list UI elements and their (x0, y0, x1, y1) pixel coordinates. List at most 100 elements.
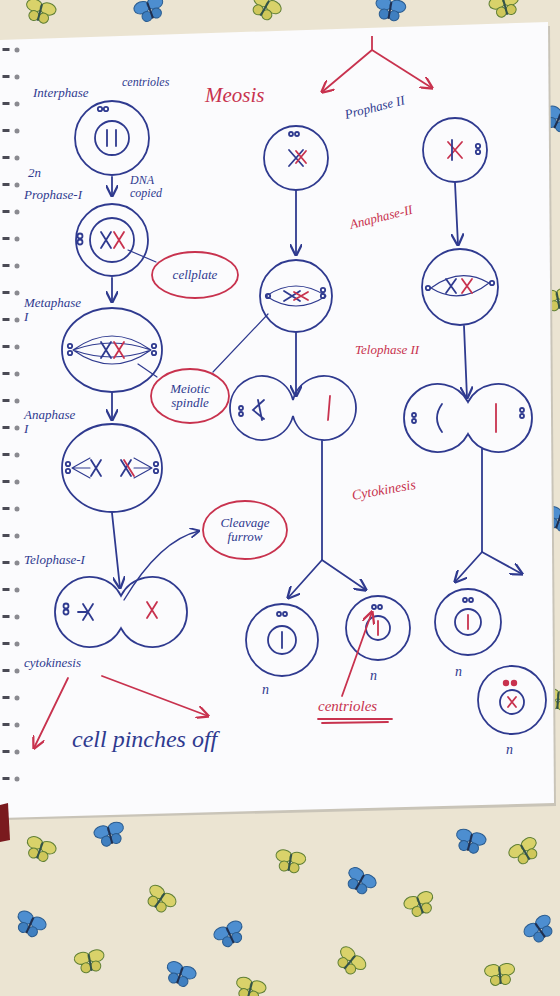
cell-drawings (481, 449, 483, 552)
cell-drawings (377, 621, 379, 635)
callout-ellipse: Meiotic spindle (149, 367, 231, 425)
cell-drawings (72, 458, 152, 478)
cell-drawings (372, 605, 376, 609)
cell-drawings (476, 144, 480, 148)
callout-ellipse-outline (151, 369, 229, 423)
stage-label: n (370, 668, 377, 683)
cell-drawings (62, 424, 162, 512)
cell-drawings (98, 107, 102, 111)
cell-drawings (520, 414, 524, 418)
cell-drawings (495, 404, 497, 432)
cell-drawings (111, 177, 113, 196)
fabric-background (342, 865, 378, 898)
cell-drawings (462, 279, 472, 293)
cell-drawings (55, 577, 187, 647)
cell-drawings (295, 191, 297, 255)
fabric-background (233, 975, 267, 996)
cell-drawings (104, 107, 108, 111)
red-fork-arrows (322, 50, 372, 92)
cell-drawings (124, 460, 134, 476)
stage-label: cytokinesis (24, 656, 81, 670)
fabric-background (484, 963, 516, 987)
cell-drawings (64, 604, 69, 609)
cell-drawings (101, 232, 111, 248)
cell-drawings (448, 142, 462, 158)
callout-ellipse-outline (152, 252, 238, 298)
cell-drawings (346, 596, 410, 660)
cell-drawings (78, 240, 83, 245)
paper-sheet (0, 22, 556, 820)
cell-drawings (295, 333, 297, 396)
callout-ellipse-outline (203, 501, 287, 559)
cell-drawings (467, 615, 469, 629)
fabric-background (23, 0, 57, 26)
cell-drawings (114, 342, 124, 358)
cell-drawings (55, 101, 546, 734)
cell-drawings (128, 250, 156, 262)
red-fork-arrows (371, 36, 373, 50)
cell-drawings (512, 681, 517, 686)
cell-drawings (138, 364, 157, 377)
cell-drawings (469, 598, 473, 602)
fabric-background (73, 949, 106, 975)
fabric-background (247, 0, 283, 24)
stage-label: n (506, 742, 513, 757)
red-pen (0, 803, 10, 842)
callout-ellipse: cellplate (150, 250, 240, 300)
stage-label: n (262, 682, 269, 697)
stage-label: Interphase (33, 86, 89, 100)
cell-drawings (73, 336, 151, 364)
cell-drawings (91, 460, 101, 476)
cell-drawings (295, 132, 299, 136)
cell-drawings (154, 462, 158, 466)
cell-drawings (75, 101, 149, 175)
cell-drawings (66, 462, 70, 466)
fabric-background (402, 890, 437, 920)
cell-drawings (78, 604, 93, 620)
cell-drawings (260, 260, 332, 332)
spiral-binding (15, 50, 20, 800)
stage-label: Anaphase I (24, 408, 76, 437)
cell-drawings (114, 232, 124, 248)
cell-drawings (455, 552, 482, 582)
cell-drawings (520, 408, 524, 412)
fabric-background (132, 0, 167, 25)
fabric-background (212, 919, 248, 951)
cell-drawings (78, 234, 83, 239)
callout-ellipse: Cleavage furrow (201, 499, 289, 561)
cell-drawings (437, 404, 442, 432)
red-annotation-marks (102, 676, 208, 716)
cell-drawings (451, 140, 453, 160)
cell-drawings (68, 344, 72, 348)
cell-drawings (378, 605, 382, 609)
stage-label: 2n (28, 166, 41, 180)
stage-label: centrioles (122, 76, 169, 89)
cell-drawings (321, 288, 325, 292)
red-annotation-marks (318, 719, 392, 723)
cell-drawings (482, 552, 522, 574)
cell-drawings (446, 279, 456, 293)
spiral-binding (3, 48, 10, 800)
red-annotation-marks (342, 612, 372, 696)
cell-drawings (490, 281, 494, 285)
fabric-background (521, 912, 558, 946)
cell-drawings (422, 249, 498, 325)
cell-drawings (266, 286, 326, 306)
cell-drawings (412, 419, 416, 423)
stage-label: Metaphase I (24, 296, 82, 325)
cell-drawings (321, 441, 323, 560)
stage-label: DNA copied (130, 174, 178, 200)
cell-drawings (294, 292, 308, 300)
cell-drawings (111, 393, 113, 420)
cell-drawings (289, 132, 293, 136)
cell-drawings (68, 351, 72, 355)
cell-drawings (239, 412, 243, 416)
cell-drawings (147, 602, 157, 618)
cell-drawings (95, 121, 129, 155)
red-fork-arrows (372, 50, 432, 88)
cell-drawings (500, 690, 524, 714)
cell-drawings (213, 314, 268, 372)
cell-drawings (455, 183, 458, 245)
cell-drawings (154, 469, 158, 473)
